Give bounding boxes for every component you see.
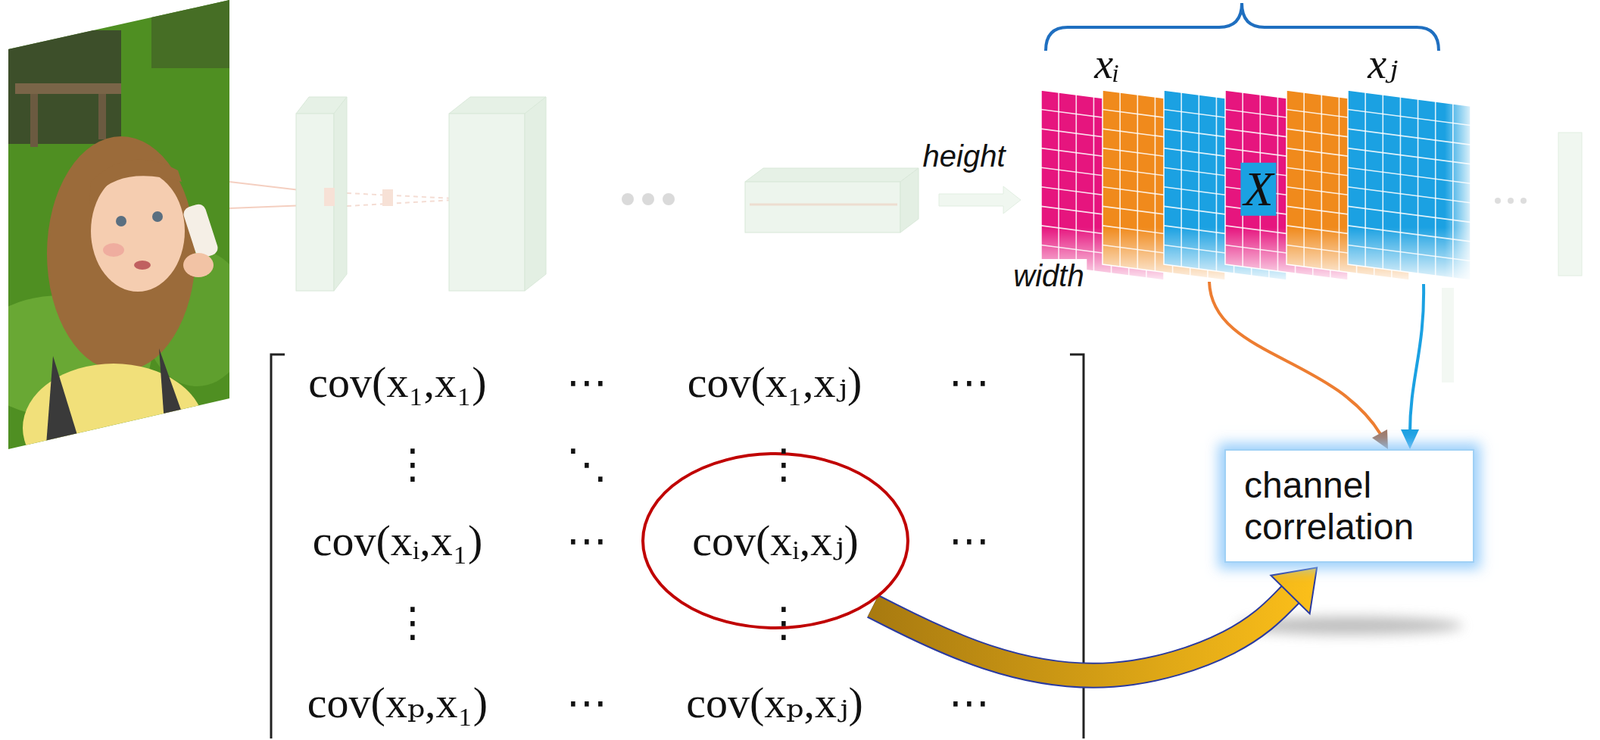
layer-box xyxy=(745,181,901,233)
channel-label: xⱼ xyxy=(1367,40,1398,88)
arrow-head xyxy=(1270,567,1317,614)
matrix-entry: cov(x₁,x₁) xyxy=(308,358,487,407)
ellipsis-dot xyxy=(1494,197,1501,204)
matrix-ellipsis: ⋯ xyxy=(566,359,608,405)
tensor-label: X xyxy=(1240,162,1276,216)
label-holder: ⋯ xyxy=(566,359,608,405)
face xyxy=(90,170,185,292)
receptive-line xyxy=(346,199,455,206)
bench-leg xyxy=(30,93,38,147)
layer-line xyxy=(749,203,898,206)
matrix-ellipsis: ⋮ xyxy=(763,599,805,645)
bench xyxy=(15,83,122,94)
label-holder: xᵢ xyxy=(1094,40,1120,88)
label-holder: ⋮ xyxy=(392,441,434,487)
ice-cream xyxy=(181,202,220,260)
vest xyxy=(45,355,84,455)
layer-box xyxy=(900,168,919,233)
cell-text: cov(xᵢ,xⱼ) xyxy=(692,515,859,567)
matrix-entry: cov(x₁,xⱼ) xyxy=(687,358,862,407)
layer-box xyxy=(745,168,919,182)
channel-arrow xyxy=(1409,283,1424,433)
label-holder: ⋯ xyxy=(948,517,990,563)
background-shade xyxy=(151,0,235,69)
layer-box xyxy=(333,96,347,291)
layer-box xyxy=(524,96,546,291)
label-holder: ⋯ xyxy=(566,517,608,563)
arrow-head xyxy=(1400,429,1420,450)
flow-arrow xyxy=(873,567,1317,675)
label-holder: ⋱ xyxy=(566,441,608,487)
channel-label: xᵢ xyxy=(1094,40,1120,88)
label-holder: ⋯ xyxy=(566,679,608,725)
label-holder: ⋯ xyxy=(948,679,990,725)
hair xyxy=(46,136,196,372)
matrix-entry: cov(xᵢ,x₁) xyxy=(312,516,484,565)
axis-label: height xyxy=(920,139,1009,173)
ellipsis-dot xyxy=(662,193,675,206)
label-holder: width xyxy=(1010,258,1087,293)
matrix-entry: cov(xₚ,x₁) xyxy=(307,678,488,727)
label-holder: cov(x₁,x₁) xyxy=(308,358,487,407)
ellipsis-dot xyxy=(621,193,634,206)
process-box: channel correlation xyxy=(1224,449,1475,563)
background-shade xyxy=(0,30,122,144)
matrix-entry: cov(xₚ,xⱼ) xyxy=(686,678,863,727)
label-holder: cov(xₚ,xⱼ) xyxy=(686,678,863,727)
matrix-ellipsis: ⋮ xyxy=(763,441,805,487)
fade xyxy=(1029,227,1485,287)
bench-leg xyxy=(98,93,107,140)
box-text: channel correlation xyxy=(1244,464,1455,548)
label-holder: cov(xₚ,x₁) xyxy=(307,678,488,727)
ellipsis-dot xyxy=(642,193,655,206)
matrix-ellipsis: ⋱ xyxy=(566,441,608,487)
kernel xyxy=(324,187,335,206)
layer-box xyxy=(296,113,334,291)
layer-box xyxy=(1441,287,1454,383)
label-holder: cov(xᵢ,x₁) xyxy=(312,516,484,565)
fringe xyxy=(89,159,182,205)
label-holder: height xyxy=(920,139,1009,173)
arrow-outline xyxy=(873,594,1291,676)
arrow-head xyxy=(1372,429,1388,450)
kernel xyxy=(382,189,393,206)
ellipsis-dot xyxy=(1507,197,1514,204)
fade xyxy=(1444,83,1476,287)
label-holder: cov(x₁,xⱼ) xyxy=(687,358,862,407)
matrix-ellipsis: ⋯ xyxy=(948,679,990,725)
matrix-ellipsis: ⋮ xyxy=(392,441,434,487)
receptive-line xyxy=(346,193,455,199)
arrow-body xyxy=(873,594,1291,676)
label-holder: X xyxy=(1240,162,1276,216)
eye xyxy=(115,215,127,227)
flow-arrow xyxy=(938,186,1021,214)
hand xyxy=(183,252,214,278)
label-holder: ⋮ xyxy=(763,441,805,487)
label-holder: ⋯ xyxy=(948,359,990,405)
matrix-bracket xyxy=(271,354,285,739)
input-photo xyxy=(0,0,250,493)
label-holder: ⋮ xyxy=(763,599,805,645)
matrix-ellipsis: ⋮ xyxy=(392,599,434,645)
vest xyxy=(159,348,197,455)
matrix-ellipsis: ⋯ xyxy=(948,359,990,405)
matrix-ellipsis: ⋯ xyxy=(566,679,608,725)
mouth xyxy=(134,260,151,270)
cheek xyxy=(102,243,125,257)
eye xyxy=(152,211,163,222)
layer-box xyxy=(1558,132,1582,276)
label-holder: ⋮ xyxy=(392,599,434,645)
matrix-ellipsis: ⋯ xyxy=(566,517,608,563)
channel-arrow xyxy=(1209,281,1381,434)
layer-box xyxy=(449,113,525,291)
axis-label: width xyxy=(1010,258,1087,293)
ellipsis-dot xyxy=(1520,197,1527,204)
label-holder: xⱼ xyxy=(1367,40,1398,88)
matrix-ellipsis: ⋯ xyxy=(948,517,990,563)
